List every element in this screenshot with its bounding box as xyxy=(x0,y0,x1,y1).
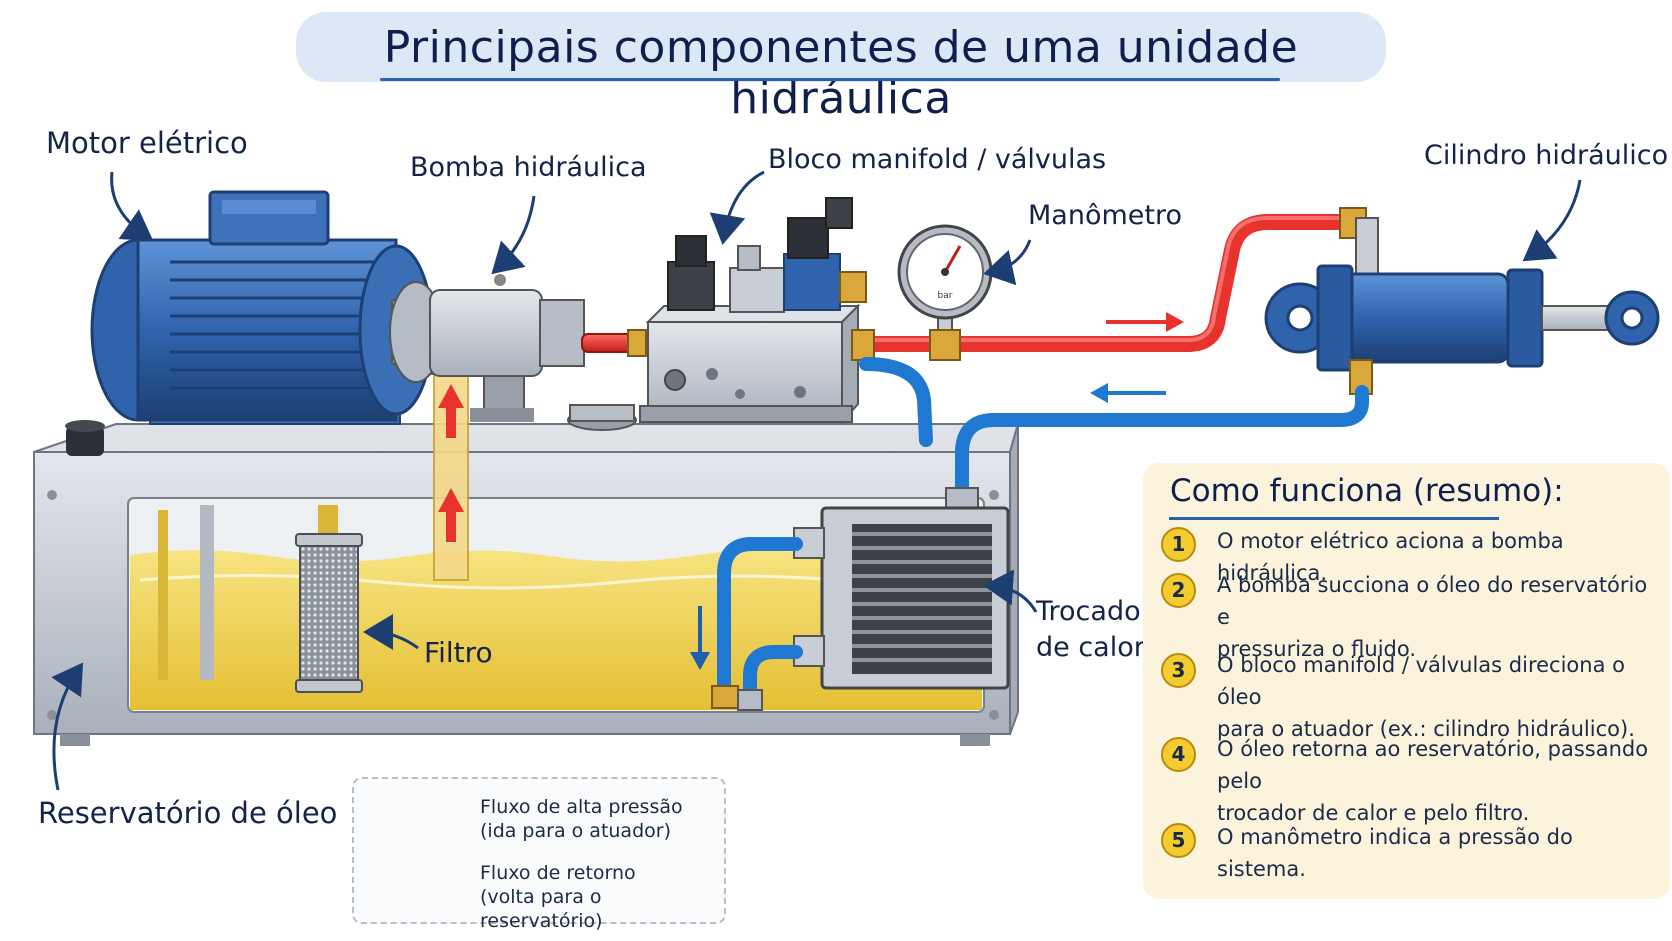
step-4-line2: trocador de calor e pelo filtro. xyxy=(1217,801,1530,825)
step-2-line2: pressuriza o fluido. xyxy=(1217,637,1417,661)
callout-arrow-manifold xyxy=(709,170,765,245)
exchanger-return-pipes xyxy=(717,537,803,703)
title-underline xyxy=(380,78,1280,81)
step-2-line1: A bomba succiona o óleo do reservatório … xyxy=(1217,573,1648,629)
gauge-unit-label: bar xyxy=(938,291,953,301)
callout-arrow-motor xyxy=(110,171,154,242)
pump-fitting xyxy=(627,329,647,357)
step-4-badge: 4 xyxy=(1161,737,1196,772)
legend-high-pressure-line1: Fluxo de alta pressão xyxy=(480,796,683,818)
return-line xyxy=(955,385,1369,497)
step-1-line1: O motor elétrico aciona a bomba hidráuli… xyxy=(1217,529,1564,585)
how-it-works-title: Como funciona (resumo): xyxy=(1170,473,1564,509)
step-2-text: A bomba succiona o óleo do reservatório … xyxy=(1217,569,1657,665)
label-manifold: Bloco manifold / válvulas xyxy=(768,144,1107,175)
label-cylinder: Cilindro hidráulico xyxy=(1424,140,1669,171)
step-3-text: O bloco manifold / válvulas direciona o … xyxy=(1217,649,1657,745)
legend-high-pressure-line2: (ida para o atuador) xyxy=(480,820,671,842)
step-4-line1: O óleo retorna ao reservatório, passando… xyxy=(1217,737,1649,793)
manifold-block xyxy=(639,303,861,425)
directional-valves xyxy=(667,197,867,313)
legend-return-line2: (volta para o reservatório) xyxy=(480,886,603,932)
gauge-tee xyxy=(929,329,961,361)
step-5-badge: 5 xyxy=(1161,823,1196,858)
step-3-line1: O bloco manifold / válvulas direciona o … xyxy=(1217,653,1625,709)
callout-arrow-pump xyxy=(491,195,536,275)
step-1-text: O motor elétrico aciona a bomba hidráuli… xyxy=(1217,525,1657,589)
step-3-line2: para o atuador (ex.: cilindro hidráulico… xyxy=(1217,717,1635,741)
legend-return-line1: Fluxo de retorno xyxy=(480,862,636,884)
callout-arrow-cylinder xyxy=(1522,179,1582,262)
pressure-gauge: bar xyxy=(897,224,993,337)
label-pump: Bomba hidráulica xyxy=(410,152,647,183)
step-3-badge: 3 xyxy=(1161,653,1196,688)
label-exchanger-line1: Trocador xyxy=(1036,596,1152,627)
hydraulic-cylinder xyxy=(1264,207,1660,395)
label-reservoir: Reservatório de óleo xyxy=(38,796,338,830)
step-5-text: O manômetro indica a pressão do sistema. xyxy=(1217,821,1657,885)
label-gauge: Manômetro xyxy=(1028,200,1182,231)
manifold-return-line xyxy=(859,357,933,447)
how-title-underline xyxy=(1169,517,1499,520)
heat-exchanger xyxy=(793,487,1010,690)
suction-arrow-upper xyxy=(438,384,464,438)
callout-arrow-exchanger xyxy=(983,569,1038,613)
legend: Fluxo de alta pressão (ida para o atuado… xyxy=(352,777,726,932)
electric-motor xyxy=(90,190,434,425)
title-banner: Principais componentes de uma unidade hi… xyxy=(296,12,1386,124)
filter xyxy=(295,505,363,693)
callout-arrow-gauge xyxy=(983,239,1032,286)
suction-arrow-lower xyxy=(438,488,464,542)
step-2-badge: 2 xyxy=(1161,573,1196,608)
high-pressure-line xyxy=(858,214,1348,352)
step-5-line1: O manômetro indica a pressão do sistema. xyxy=(1217,825,1573,881)
label-motor: Motor elétrico xyxy=(46,126,248,160)
callout-arrow-filter xyxy=(363,614,419,651)
page-title: Principais componentes de uma unidade hi… xyxy=(383,22,1299,124)
step-4-text: O óleo retorna ao reservatório, passando… xyxy=(1217,733,1657,829)
how-it-works-panel: Como funciona (resumo): 1 O motor elétri… xyxy=(1143,463,1670,899)
callout-arrow-reservoir xyxy=(51,662,84,791)
hydraulic-pump xyxy=(429,274,585,422)
step-1-badge: 1 xyxy=(1161,527,1196,562)
manifold-out-fitting xyxy=(851,329,875,361)
label-filter: Filtro xyxy=(424,636,493,669)
label-exchanger-line2: de calor xyxy=(1036,632,1145,663)
